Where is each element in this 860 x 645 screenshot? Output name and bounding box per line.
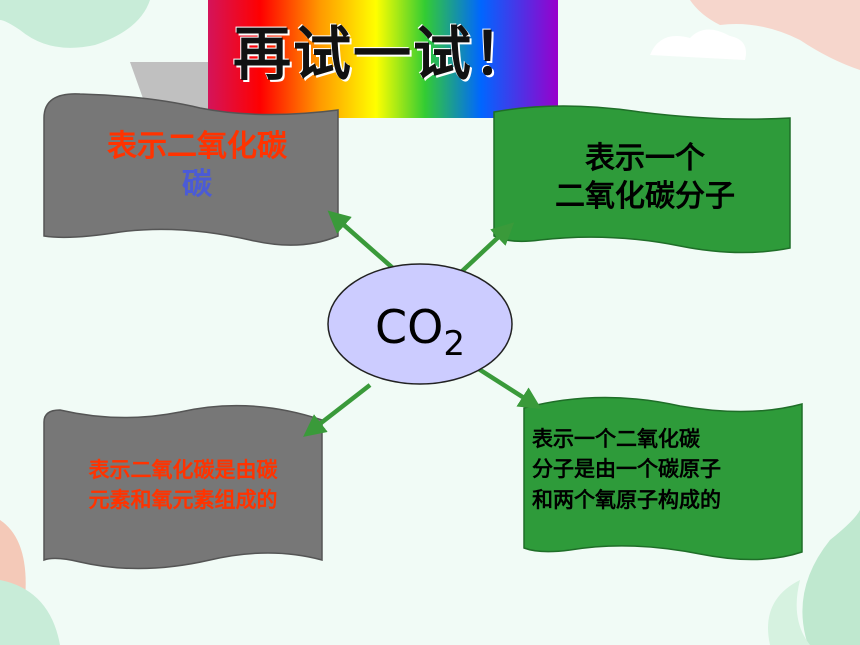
arrow-to-top-right — [456, 222, 515, 277]
arrow-to-bottom-right — [472, 364, 542, 410]
box-bottom-right-line2: 分子是由一个碳原子 — [532, 457, 721, 482]
decor-cloud-top-right — [650, 29, 746, 60]
arrow-to-top-left — [327, 210, 397, 272]
box-bottom-right-line3: 和两个氧原子构成的 — [532, 487, 721, 512]
box-top-left-line1: 表示二氧化碳 — [107, 129, 287, 164]
box-top-right-line1: 表示一个 — [585, 141, 705, 176]
formula-subscript: 2 — [443, 324, 465, 364]
box-bottom-right-line1: 表示一个二氧化碳 — [532, 427, 700, 451]
slide-title: 再试一试！ — [232, 20, 533, 88]
decor-blob-top-right — [690, 0, 860, 70]
center-ellipse — [327, 263, 513, 385]
box-top-left-line2: 碳 — [182, 166, 212, 202]
box-top-right — [493, 105, 791, 254]
box-top-right-line2: 二氧化碳分子 — [555, 178, 735, 214]
title-banner — [208, 0, 558, 118]
box-bottom-right — [523, 396, 803, 561]
co2-formula: CO2 — [330, 282, 510, 372]
box-bottom-left-line1: 表示二氧化碳是由碳 — [88, 458, 278, 482]
box-top-right-text: 表示一个 二氧化碳分子 — [505, 140, 785, 215]
decor-blob-top-left — [0, 0, 150, 48]
decor-leaf-bottom-left-2 — [0, 580, 60, 645]
arrow-to-bottom-left — [303, 383, 372, 437]
decor-leaf-bottom-right — [802, 510, 860, 645]
box-top-left-text: 表示二氧化碳 碳 — [62, 128, 332, 203]
box-bottom-right-text: 表示一个二氧化碳 分子是由一个碳原子 和两个氧原子构成的 — [532, 424, 802, 515]
box-top-left — [43, 93, 339, 246]
box-bottom-left-line2: 元素和氧元素组成的 — [88, 488, 278, 513]
box-bottom-left-text: 表示二氧化碳是由碳 元素和氧元素组成的 — [48, 455, 318, 516]
formula-main: CO — [375, 300, 444, 354]
decor-leaf-bottom-right-2 — [768, 580, 810, 645]
